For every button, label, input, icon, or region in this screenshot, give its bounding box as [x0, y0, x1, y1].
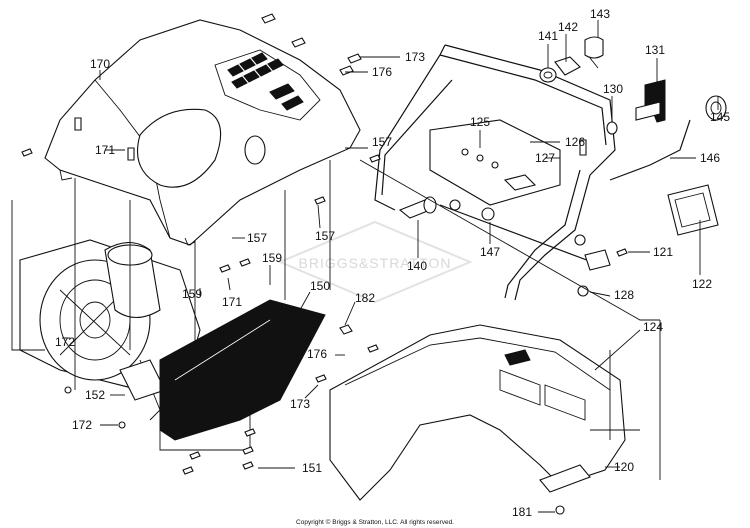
lower-housing-part [329, 324, 626, 501]
callout-126: 126 [565, 135, 585, 149]
hardware-bolts [21, 13, 628, 515]
callout-127: 127 [535, 151, 555, 165]
black-panel-part [159, 299, 326, 441]
callout-130: 130 [603, 82, 623, 96]
callout-173-bottom: 173 [290, 397, 310, 411]
callout-labels: 173 176 141 142 143 131 130 145 146 170 … [55, 7, 730, 519]
callout-152: 152 [85, 388, 105, 402]
assembly-guide-lines [11, 159, 661, 480]
callout-157-b: 157 [247, 231, 267, 245]
callout-159-a: 159 [262, 251, 282, 265]
chute-crank-parts [398, 139, 611, 297]
callout-125: 125 [470, 115, 490, 129]
callout-147: 147 [480, 245, 500, 259]
copyright-notice: Copyright © Briggs & Stratton, LLC. All … [296, 518, 454, 526]
callout-121: 121 [653, 245, 673, 259]
callout-157-c: 157 [315, 229, 335, 243]
callout-122: 122 [692, 277, 712, 291]
callout-182: 182 [355, 291, 375, 305]
callout-159-b: 159 [182, 287, 202, 301]
callout-143: 143 [590, 7, 610, 21]
callout-170: 170 [90, 57, 110, 71]
watermark-logo: BRIGGS&STRATTON [277, 220, 473, 304]
callout-leader-lines [62, 20, 719, 513]
callout-142: 142 [558, 20, 578, 34]
shroud-housing-part [44, 19, 361, 246]
callout-146: 146 [700, 151, 720, 165]
callout-171-b: 171 [222, 295, 242, 309]
handle-frame-part [374, 44, 616, 301]
callout-176-bottom: 176 [307, 347, 327, 361]
callout-176-top: 176 [372, 65, 392, 79]
callout-124: 124 [643, 320, 663, 334]
callout-157-a: 157 [372, 135, 392, 149]
callout-173-top: 173 [405, 50, 425, 64]
callout-172-b: 172 [72, 418, 92, 432]
callout-128: 128 [614, 288, 634, 302]
callout-145: 145 [710, 110, 730, 124]
callout-172-a: 172 [55, 335, 75, 349]
top-right-small-parts [539, 36, 727, 236]
callout-131: 131 [645, 43, 665, 57]
callout-120: 120 [614, 460, 634, 474]
callout-171-a: 171 [95, 143, 115, 157]
callout-181: 181 [512, 505, 532, 519]
watermark-text: BRIGGS&STRATTON [299, 255, 452, 271]
callout-151: 151 [302, 461, 322, 475]
callout-150: 150 [310, 279, 330, 293]
callout-141: 141 [538, 29, 558, 43]
callout-140: 140 [407, 259, 427, 273]
